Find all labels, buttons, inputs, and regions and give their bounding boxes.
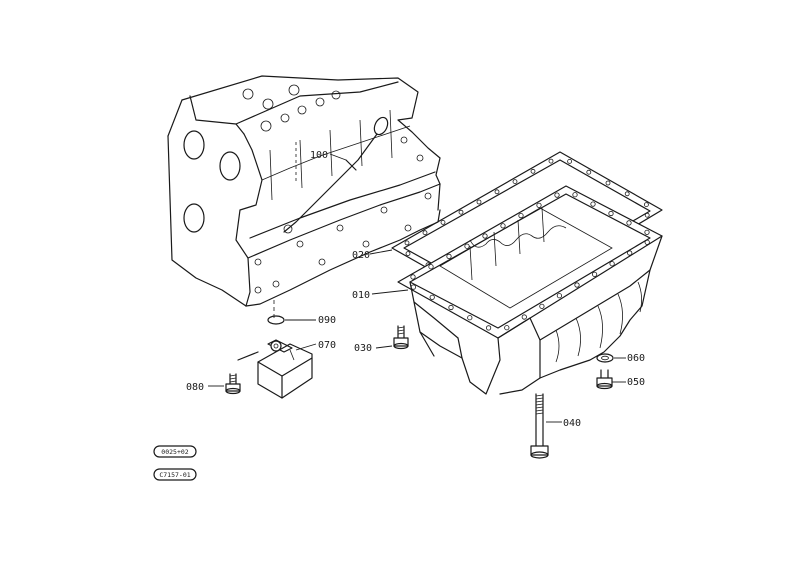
label-cover: 070 [318, 340, 336, 351]
gasket-bolt-hole [605, 180, 611, 186]
pan-bolt-hole [644, 229, 650, 235]
label-o-ring: 090 [318, 315, 336, 326]
stamp-top: 0025+02 [153, 445, 197, 458]
pan-bolt-hole [572, 192, 578, 198]
cover-leader [295, 343, 317, 351]
dipstick [283, 116, 389, 234]
pan-bolt [393, 325, 409, 350]
oil-pan-leader [371, 289, 409, 295]
cover-housing [237, 339, 313, 399]
gasket-bolt-hole [567, 158, 572, 164]
gasket-bolt-hole [512, 179, 518, 185]
pan-bolt-hole [467, 315, 473, 321]
label-pan-bolt: 030 [354, 343, 372, 354]
label-oil-pan: 010 [352, 290, 370, 301]
label-washer: 060 [627, 353, 645, 364]
pan-bolt-hole [500, 223, 506, 229]
pan-bolt-hole [627, 250, 633, 256]
pan-bolt-hole [609, 261, 615, 267]
pan-bolt-hole [429, 294, 435, 300]
pan-bolt-leader [375, 345, 393, 349]
oil-pan [397, 185, 663, 395]
pan-bolt-hole [536, 202, 542, 208]
label-long-bolt: 040 [563, 418, 581, 429]
washer [596, 353, 614, 363]
pan-bolt-hole [626, 220, 632, 226]
gasket-bolt-hole [644, 202, 649, 208]
drain-plug [596, 369, 613, 390]
cover-bolt [225, 373, 241, 395]
label-dipstick: 100 [310, 150, 328, 161]
gasket-bolt-hole [548, 158, 554, 164]
pan-bolt-hole [448, 304, 454, 311]
pan-bolt-hole [556, 293, 563, 299]
stamp-bottom: C7157-01 [153, 468, 197, 481]
pan-bolt-hole [410, 274, 416, 280]
o-ring [267, 315, 285, 325]
gasket-bolt-hole [440, 219, 446, 225]
gasket-bolt-hole [404, 240, 410, 246]
stamp-top-text: 0025+02 [161, 448, 188, 456]
pan-bolt-hole [482, 233, 488, 239]
pan-bolt-hole [446, 253, 452, 259]
pan-bolt-hole [410, 284, 416, 290]
pan-bolt-hole [539, 303, 545, 309]
pan-bolt-hole [591, 271, 598, 277]
label-drain-plug: 050 [627, 377, 645, 388]
pan-bolt-hole [485, 325, 492, 331]
stamp-bottom-text: C7157-01 [159, 471, 190, 479]
pan-bolt-hole [428, 264, 434, 270]
pan-bolt-hole [464, 243, 470, 249]
label-cover-bolt: 080 [186, 382, 204, 393]
label-gasket: 020 [352, 250, 370, 261]
gasket-bolt-hole [644, 212, 650, 218]
gasket-bolt-hole [586, 169, 592, 175]
pan-bolt-hole [608, 210, 614, 217]
pan-bolt-hole [590, 201, 596, 207]
gasket-bolt-hole [494, 189, 500, 195]
dipstick-leader [295, 142, 347, 182]
gasket-bolt-hole [476, 199, 482, 205]
pan-bolt-hole [504, 325, 510, 331]
gasket-bolt-hole [422, 230, 428, 236]
pan-bolt-hole [644, 239, 650, 245]
pan-bolt-hole [554, 192, 560, 198]
gasket-leader [369, 249, 393, 255]
gasket-bolt-hole [624, 191, 630, 197]
pan-bolt-hole [574, 282, 580, 288]
long-bolt [530, 393, 549, 459]
gasket-bolt-hole [530, 168, 536, 174]
gasket-bolt-hole [458, 209, 464, 215]
engine-block [167, 75, 441, 318]
gasket-bolt-hole [405, 251, 411, 257]
pan-bolt-hole [521, 314, 527, 320]
pan-bolt-hole [518, 213, 524, 219]
